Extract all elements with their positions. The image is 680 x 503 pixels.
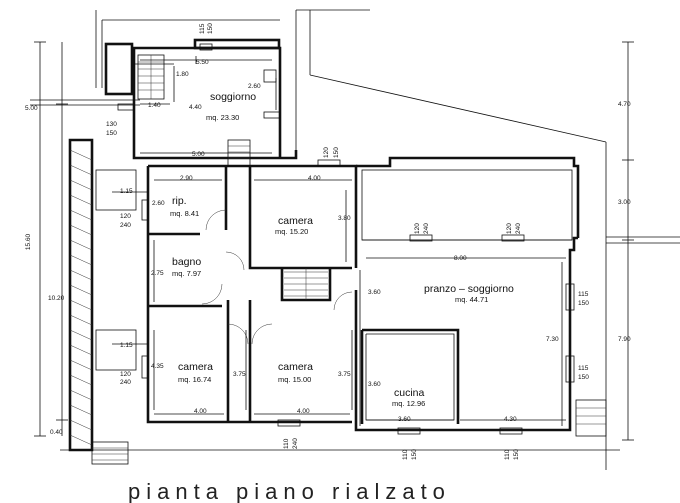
opening-pranzo-r2-a: 115 — [578, 365, 589, 372]
opening-sogg-right-b: 150 — [333, 147, 340, 158]
room-area-cucina: mq. 12.96 — [392, 399, 425, 408]
room-name-pranzo: pranzo – soggiorno — [424, 283, 514, 295]
opening-cam1-a: 120 — [120, 371, 131, 378]
opening-labels: 115 150 130 150 120 150 120 240 120 240 … — [106, 23, 589, 460]
opening-sogg-left-b: 150 — [106, 130, 117, 137]
opening-pranzo-r1-a: 115 — [578, 291, 589, 298]
opening-cam2-b: 240 — [292, 438, 299, 449]
dimension-labels: 15.60 5.00 10.20 0.40 4.70 3.00 7.90 5.5… — [25, 59, 631, 436]
opening-pranzo-top1-a: 120 — [414, 223, 421, 234]
room-area-camera-top: mq. 15.20 — [275, 227, 308, 236]
site-lines — [30, 9, 680, 470]
room-name-rip: rip. — [172, 195, 187, 207]
room-area-soggiorno: mq. 23.30 — [206, 113, 239, 122]
dim-stair-left: 1.40 — [148, 102, 161, 109]
opening-top-stair-a: 115 — [199, 23, 206, 34]
dim-cam1-w: 4.00 — [194, 408, 207, 415]
room-labels: soggiorno mq. 23.30 rip. mq. 8.41 camera… — [170, 91, 514, 408]
opening-sogg-left-a: 130 — [106, 121, 117, 128]
opening-sogg-right-a: 120 — [323, 147, 330, 158]
dim-right-top: 4.70 — [618, 101, 631, 108]
soggiorno-walls — [132, 46, 298, 160]
dim-cam-top-w: 4.00 — [308, 175, 321, 182]
room-name-soggiorno: soggiorno — [210, 91, 256, 103]
opening-pranzo-top2-a: 120 — [506, 223, 513, 234]
dim-sogg-h: 4.40 — [189, 104, 202, 111]
dim-cam2-h2: 3.75 — [338, 371, 351, 378]
windows — [117, 43, 575, 435]
opening-cucina-b1-a: 110 — [402, 449, 409, 460]
dim-left-overall: 15.60 — [25, 233, 32, 250]
dim-cam-top-h: 3.80 — [338, 215, 351, 222]
dimension-lines — [34, 41, 634, 441]
dim-left-top: 5.00 — [25, 105, 38, 112]
dim-left-mid: 10.20 — [48, 295, 65, 302]
room-area-camera-mid: mq. 15.00 — [278, 375, 311, 384]
room-name-cucina: cucina — [394, 387, 425, 399]
plan-title: pianta piano rialzato — [128, 479, 451, 503]
side-hatch — [68, 138, 607, 465]
dim-cam2-h1: 3.75 — [233, 371, 246, 378]
dim-stair-w: 5.50 — [196, 59, 209, 66]
dim-pranzo-r: 7.30 — [546, 336, 559, 343]
opening-cucina-b2-b: 150 — [513, 449, 520, 460]
dim-bagno-h: 2.75 — [151, 270, 164, 277]
opening-pranzo-top1-b: 240 — [423, 223, 430, 234]
opening-pranzo-top2-b: 240 — [515, 223, 522, 234]
opening-cam1-b: 240 — [120, 379, 131, 386]
room-name-camera-mid: camera — [278, 361, 313, 373]
dim-top-win: 5.00 — [192, 151, 205, 158]
opening-rip-a: 120 — [120, 213, 131, 220]
dim-left-bottom: 0.40 — [50, 429, 63, 436]
dim-stair-h: 1.80 — [176, 71, 189, 78]
dim-rip-small: 1.15 — [120, 188, 133, 195]
main-walls — [146, 139, 580, 432]
dim-pranzo-w: 8.00 — [454, 255, 467, 262]
room-area-pranzo: mq. 44.71 — [455, 295, 488, 304]
dim-rip-w: 2.90 — [180, 175, 193, 182]
dim-right-mid: 3.00 — [618, 199, 631, 206]
opening-pranzo-r1-b: 150 — [578, 300, 589, 307]
dim-cucina-w: 3.60 — [398, 416, 411, 423]
dim-cucina-w2: 4.30 — [504, 416, 517, 423]
opening-cucina-b1-b: 150 — [411, 449, 418, 460]
room-area-rip: mq. 8.41 — [170, 209, 199, 218]
dim-rip-h: 2.60 — [152, 200, 165, 207]
room-name-camera-top: camera — [278, 215, 313, 227]
opening-cucina-b2-a: 110 — [504, 449, 511, 460]
dim-cam2-w: 4.00 — [297, 408, 310, 415]
dim-cam1-h: 4.35 — [151, 363, 164, 370]
opening-rip-b: 240 — [120, 222, 131, 229]
dim-cam1-small: 1.15 — [120, 342, 133, 349]
room-area-camera-left: mq. 16.74 — [178, 375, 211, 384]
dim-cucina-h: 3.60 — [368, 381, 381, 388]
dim-pranzo-l: 3.60 — [368, 289, 381, 296]
opening-top-stair-b: 150 — [207, 23, 214, 34]
opening-pranzo-r2-b: 150 — [578, 374, 589, 381]
room-name-bagno: bagno — [172, 256, 201, 268]
dim-sogg-r: 2.60 — [248, 83, 261, 90]
room-name-camera-left: camera — [178, 361, 213, 373]
opening-cam2-a: 110 — [283, 438, 290, 449]
room-area-bagno: mq. 7.97 — [172, 269, 201, 278]
dim-right-bottom: 7.90 — [618, 336, 631, 343]
